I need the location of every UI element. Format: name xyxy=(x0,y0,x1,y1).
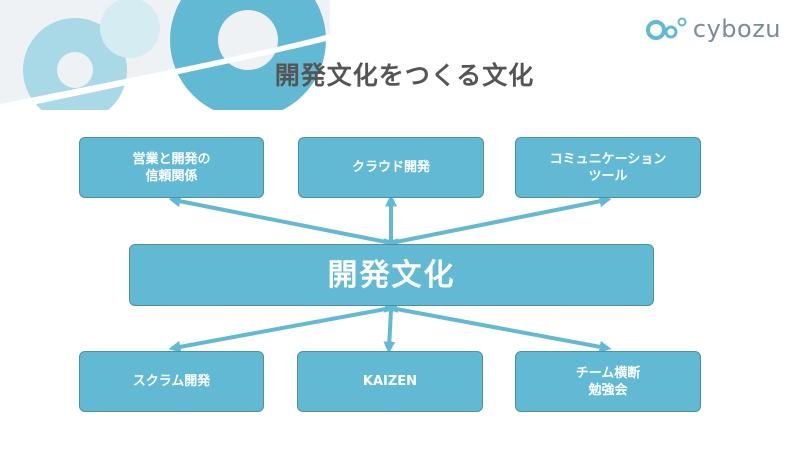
box-cloud-dev: クラウド開発 xyxy=(298,137,484,198)
box-kaizen: KAIZEN xyxy=(297,351,483,412)
page-title: 開発文化をつくる文化 xyxy=(0,56,809,92)
box-cross-team-study: チーム横断 勉強会 xyxy=(515,351,701,412)
logo-text: cybozu xyxy=(693,15,781,43)
box-dev-culture-center: 開発文化 xyxy=(129,244,654,306)
logo-circles-icon xyxy=(645,14,689,44)
box-sales-dev-trust: 営業と開発の 信頼関係 xyxy=(79,137,264,198)
cybozu-logo: cybozu xyxy=(645,14,781,44)
box-scrum-dev: スクラム開発 xyxy=(79,351,264,412)
box-communication-tool: コミュニケーション ツール xyxy=(515,137,701,198)
